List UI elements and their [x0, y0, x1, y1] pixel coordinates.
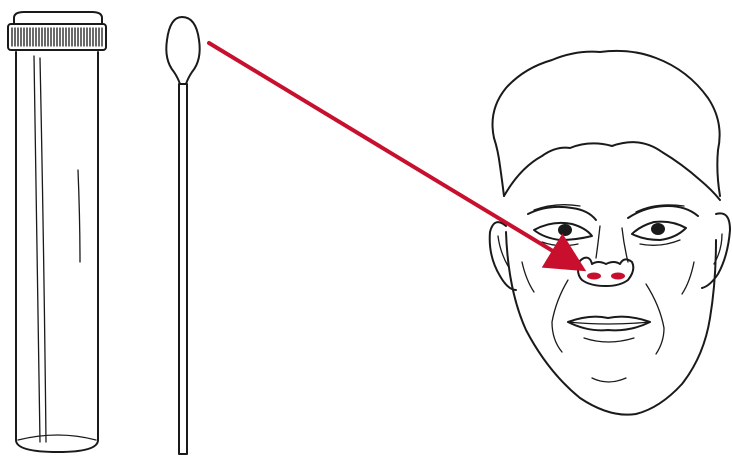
- swab-tip: [165, 16, 201, 85]
- specimen-tube-icon: [7, 11, 107, 453]
- tube-cap: [7, 23, 107, 51]
- arrow-icon: [207, 41, 587, 272]
- arrow-line: [207, 41, 587, 272]
- swab-stick: [178, 83, 188, 455]
- nasal-swab-icon: [165, 16, 201, 455]
- cap-ribs: [11, 27, 103, 47]
- face-front-icon: [488, 49, 731, 416]
- left-nostril-highlight: [587, 272, 601, 280]
- tube-body: [15, 51, 99, 453]
- right-pupil: [651, 223, 665, 235]
- left-pupil: [558, 224, 572, 236]
- right-nostril-highlight: [611, 272, 625, 280]
